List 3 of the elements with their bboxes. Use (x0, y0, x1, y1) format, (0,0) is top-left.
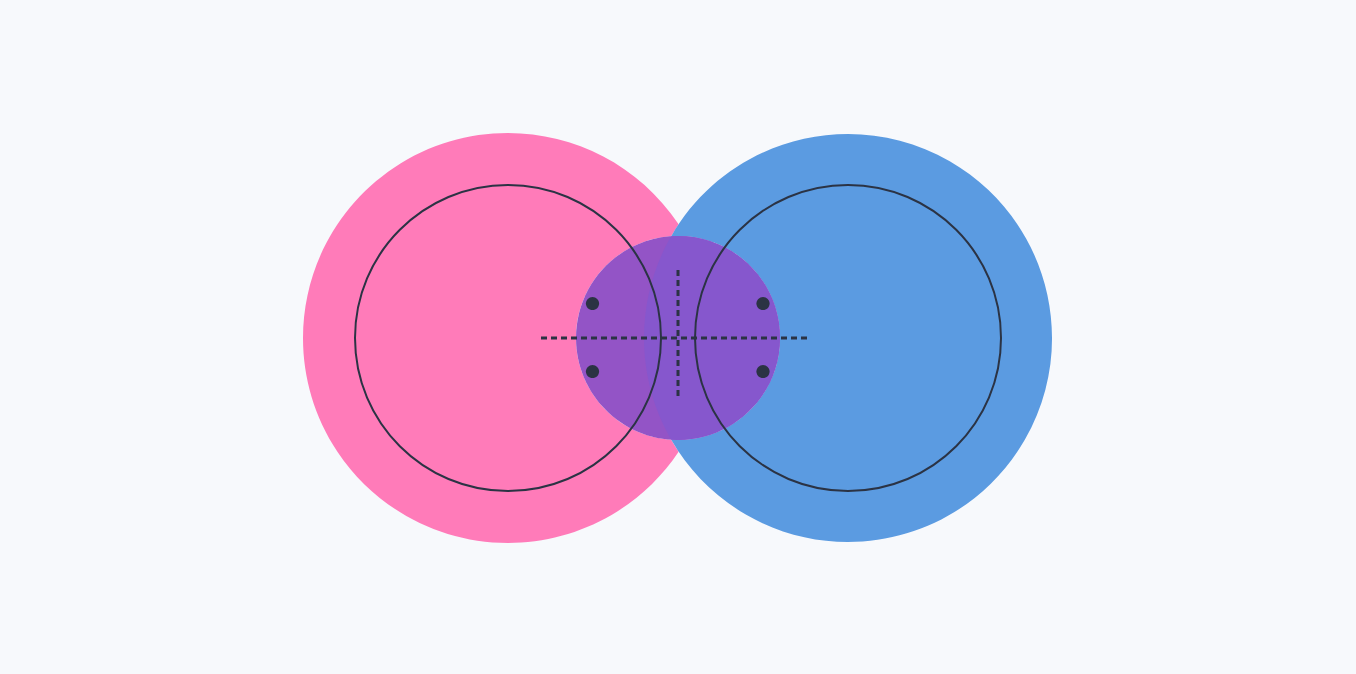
overlap-circle (576, 236, 780, 440)
ring (694, 184, 1002, 492)
ring (354, 184, 662, 492)
